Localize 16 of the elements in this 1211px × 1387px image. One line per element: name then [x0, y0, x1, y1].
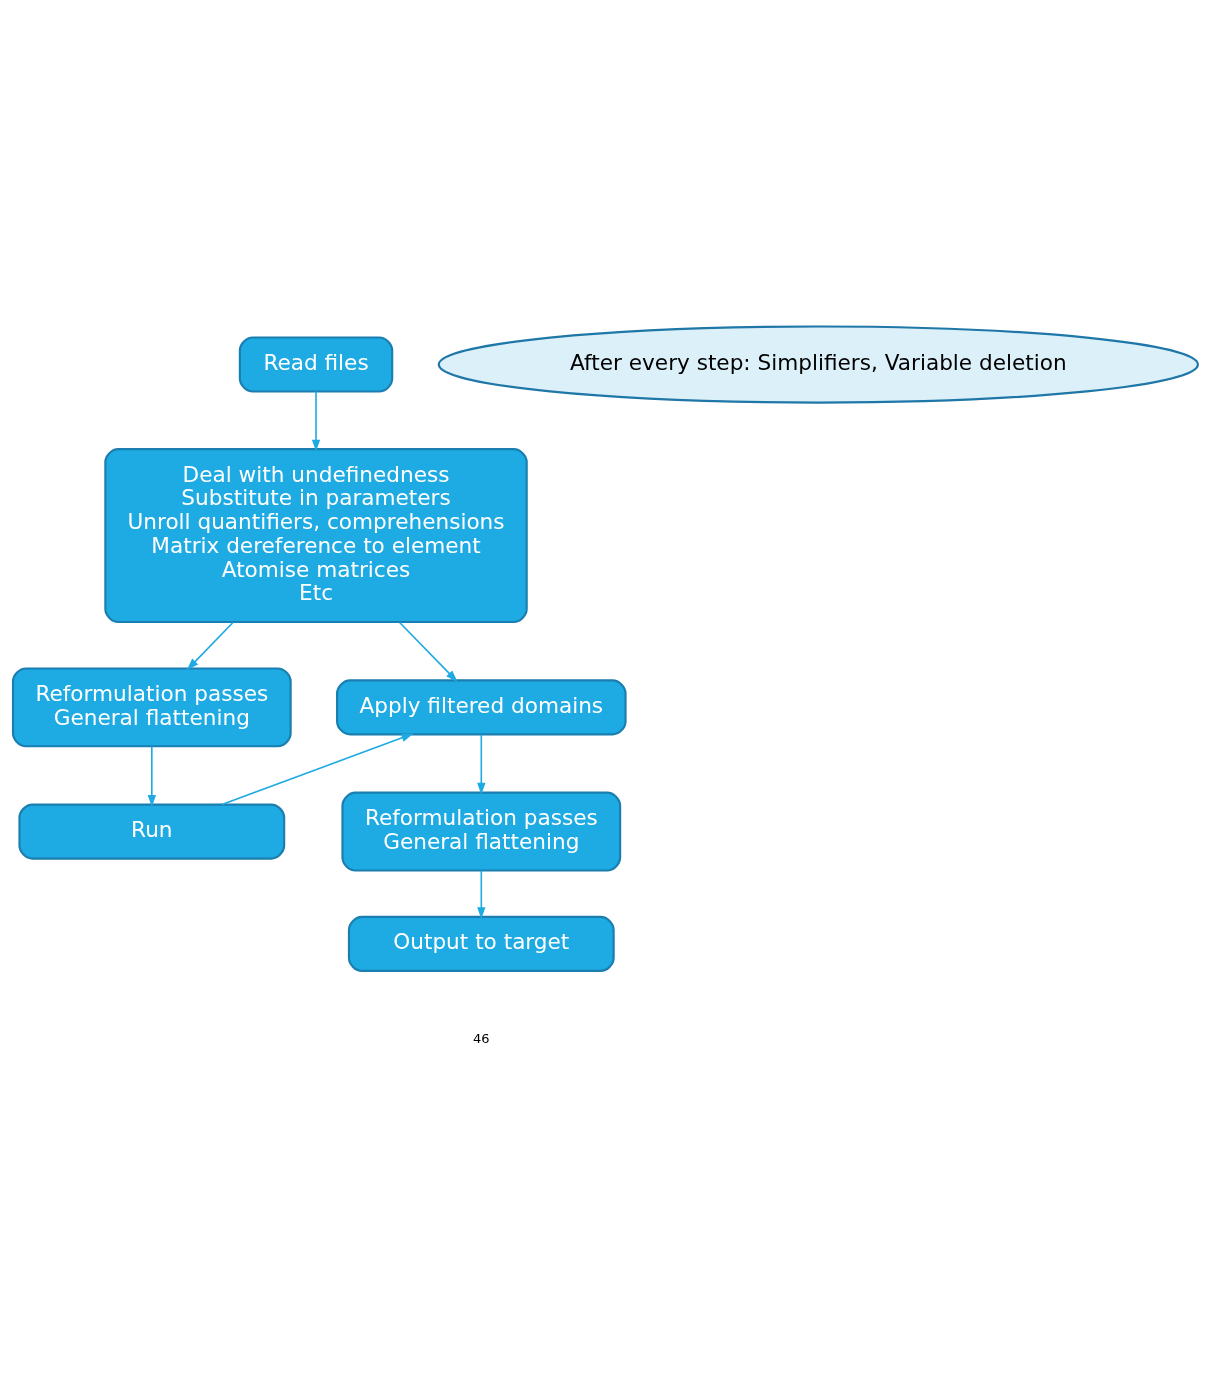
node-box: Reformulation passes General flattening	[11, 666, 292, 747]
arrow	[477, 733, 486, 795]
arrow	[311, 390, 321, 452]
arrow	[221, 733, 414, 805]
node-box: Reformulation passes General flattening	[341, 791, 622, 872]
arrow	[398, 621, 458, 682]
node-box: Apply filtered domains	[336, 678, 627, 735]
arrow	[147, 745, 156, 807]
node-box: Read files	[238, 335, 394, 393]
node-box: Deal with undefinedness Substitute in parameters Unroll quantifiers, comprehensions Matrix dereference to element Atomise matrices Etc	[104, 447, 528, 623]
label: 46	[473, 1030, 490, 1046]
node-box: Output to target	[347, 915, 615, 972]
arrow	[477, 869, 486, 919]
node-box: Run	[18, 803, 286, 860]
node-ellipse: After every step: Simplifiers, Variable deletion	[437, 324, 1199, 404]
arrow	[186, 621, 234, 670]
